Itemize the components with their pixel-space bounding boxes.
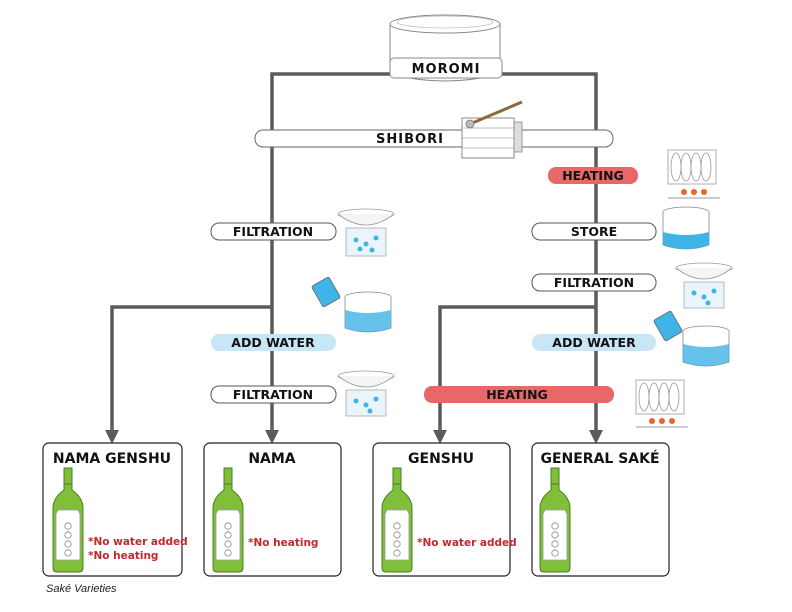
store-pill [531,222,657,241]
store-label: STORE [571,224,617,239]
filtration-left-label: FILTRATION [233,224,313,239]
product-card-genshu: GENSHU *No water added [372,442,517,577]
storage-tank-icon [662,206,710,250]
add-water-right-label: ADD WATER [552,335,636,350]
filter-funnel-icon [337,370,395,417]
heating-top-pill [548,167,638,184]
product-note: *No water added [88,536,188,548]
shibori-label: SHIBORI [376,132,444,147]
moromi-label-bg [389,57,503,79]
product-note: *No heating [248,537,318,549]
filtration-left-2-pill [210,385,337,404]
filter-funnel-icon [675,262,733,309]
filtration-right-pill [531,273,657,292]
product-note: *No water added [417,537,517,549]
shibori-bar [254,129,614,148]
figure-caption: Saké Varieties [46,583,117,595]
heating-mid-label: HEATING [486,387,548,402]
filtration-left-pill [210,222,337,241]
product-name: NAMA [248,451,295,467]
product-name: NAMA GENSHU [53,451,171,467]
line-to-nama-genshu [105,305,272,444]
moromi-label: MOROMI [412,62,481,77]
add-water-icon [653,310,730,367]
filter-funnel-icon [337,208,395,257]
add-water-icon [311,276,392,333]
product-name: GENERAL SAKÉ [540,450,659,467]
line-moromi-right [500,72,598,130]
product-card-general-sake: GENERAL SAKÉ [531,442,670,577]
product-card-nama-genshu: NAMA GENSHU *No water added *No heating [42,442,188,577]
line-to-genshu [433,305,596,444]
filtration-right-label: FILTRATION [554,275,634,290]
add-water-left-label: ADD WATER [231,335,315,350]
product-name: GENSHU [408,451,474,467]
heating-coil-icon [667,149,720,199]
heating-mid-pill [424,386,614,403]
shibori-press-icon [461,100,523,159]
heating-top-label: HEATING [562,168,624,183]
line-moromi-left [270,72,390,130]
heating-coil-icon [635,379,688,428]
add-water-left-pill [211,334,336,351]
filtration-left-2-label: FILTRATION [233,387,313,402]
product-note: *No heating [88,550,158,562]
add-water-right-pill [532,334,656,351]
product-card-nama: NAMA *No heating [203,442,342,577]
